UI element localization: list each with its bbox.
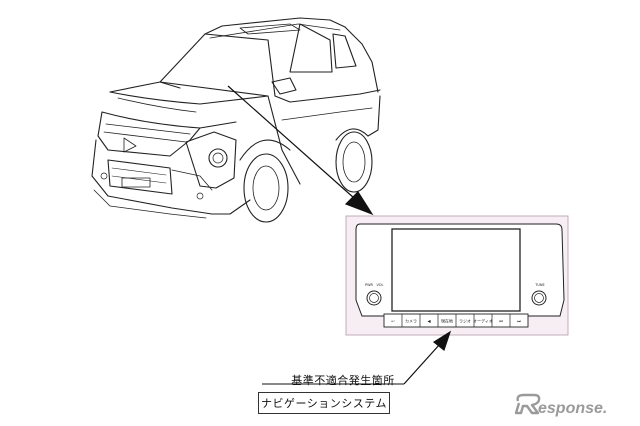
callout-label: ナビゲーションシステム: [261, 397, 387, 410]
nav-screen: [391, 228, 521, 312]
nav-knob-label-tune: TUNE: [534, 283, 545, 287]
nav-button-seek-back: ⏮: [499, 319, 503, 324]
nav-button-radio: ラジオ: [459, 318, 471, 324]
nav-button-seek-fwd: ⏭: [517, 319, 521, 324]
nav-button-camera: カメラ: [405, 318, 417, 324]
nav-button-map: 現在地: [441, 318, 453, 324]
nav-button-audio: オーディオ: [473, 318, 493, 324]
nav-unit: ↩ カメラ ◀ 現在地 ラジオ オーディオ ⏮ ⏭ PWR VOL TUNE: [345, 215, 569, 336]
response-logo-text: esponse.: [538, 400, 607, 417]
nav-button-prev: ◀: [427, 319, 431, 324]
tune-knob: [531, 290, 547, 306]
response-logo: esponse.: [514, 393, 607, 417]
callout-box: [258, 392, 390, 414]
callout-title: 基準不適合発生箇所: [291, 374, 395, 387]
suv-line-drawing: [91, 17, 381, 223]
nav-knob-label-power: PWR: [365, 283, 374, 287]
pointer-arrow-to-nav: [227, 85, 374, 216]
volume-knob: [366, 290, 382, 306]
callout-arrow: [262, 330, 452, 385]
response-logo-swoosh: [514, 393, 541, 415]
nav-button-back: ↩: [391, 319, 394, 324]
nav-knob-label-volume: VOL: [376, 283, 383, 287]
